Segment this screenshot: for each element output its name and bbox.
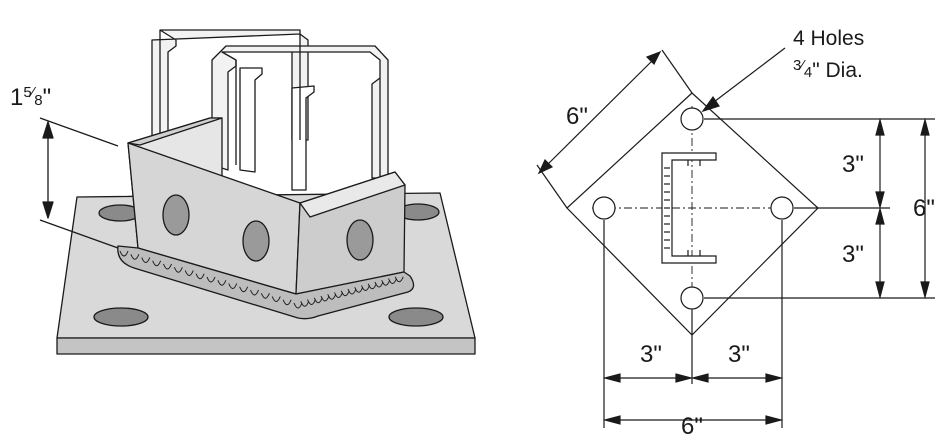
bracket-hole-2 xyxy=(242,220,270,262)
weld-ripple xyxy=(307,299,316,305)
weld-ripple xyxy=(130,254,140,260)
channel-post-inner-b xyxy=(291,85,315,191)
vert-lower-arrow-bottom xyxy=(875,281,885,300)
weld-ripple xyxy=(367,283,377,290)
horiz-right-arrow-left xyxy=(690,373,709,383)
vert-upper-arrow-bottom xyxy=(875,191,885,210)
vert-upper-label: 3" xyxy=(842,151,864,178)
plan-channel-ticks xyxy=(664,167,670,249)
weld-ripple xyxy=(334,292,343,298)
plate-hole-front-left xyxy=(93,307,149,327)
holes-leader-arrowhead xyxy=(701,95,720,113)
weld-ripple xyxy=(152,260,162,267)
bracket-hole-1 xyxy=(162,194,190,236)
vert-lower-arrow-top xyxy=(875,206,885,225)
horiz-left-arrow-left xyxy=(602,373,621,383)
weld-ripple xyxy=(394,276,404,283)
vert-upper-arrow-top xyxy=(875,117,885,136)
post-height-unit: " xyxy=(43,84,52,111)
diag-dim-ext-top xyxy=(661,49,693,94)
dim-post-arrowhead-bottom xyxy=(42,201,54,219)
weld-ripple xyxy=(361,285,370,291)
plan-channel-lips xyxy=(687,160,701,256)
weld-ripple xyxy=(354,287,364,293)
holes-leader xyxy=(705,47,786,109)
weld-ripple xyxy=(141,257,151,263)
weld-ripple xyxy=(300,301,310,307)
weld-ripple xyxy=(340,290,350,297)
bracket-rim-right xyxy=(299,171,406,218)
weld-bead xyxy=(117,245,415,320)
horiz-right-label: 3" xyxy=(728,341,750,368)
post-height-label: 15⁄8" xyxy=(10,84,51,111)
dim-post-ext-top xyxy=(39,117,119,147)
plan-hole-top xyxy=(680,107,704,131)
hole-dia-den: 4 xyxy=(804,64,812,81)
diag-dim-line xyxy=(541,54,659,171)
weld-ripple xyxy=(347,288,357,295)
hole-dia-slash: ⁄ xyxy=(797,57,806,74)
horiz-total-label: 6" xyxy=(681,413,703,440)
channel-post-front xyxy=(211,45,389,179)
diag-dim-arrow-lower xyxy=(537,158,554,175)
plan-hole-bottom xyxy=(680,286,704,310)
plan-hole-right xyxy=(770,196,794,220)
weld-ripple xyxy=(184,270,194,276)
bracket-hole-3 xyxy=(346,219,374,261)
weld-ripple xyxy=(195,273,205,280)
horiz-right-arrow-right xyxy=(765,373,784,383)
weld-ripple xyxy=(320,295,330,302)
weld-ripple xyxy=(374,281,384,288)
weld-ripple xyxy=(163,263,172,270)
weld-ripple xyxy=(271,296,281,302)
vert-lower-label: 3" xyxy=(842,241,864,268)
hole-diameter-label: 3⁄4" Dia. xyxy=(793,57,863,82)
weld-ripple xyxy=(282,299,292,306)
plan-channel-section xyxy=(661,152,717,264)
vert-total-arrow-top xyxy=(920,117,930,136)
weld-ripple xyxy=(173,267,183,273)
post-height-num: 5 xyxy=(23,84,31,101)
base-plate-edge xyxy=(56,337,476,355)
plan-hole-left xyxy=(592,196,616,220)
bracket-inner-top xyxy=(127,117,223,146)
isometric-view xyxy=(39,29,476,355)
horiz-left-label: 3" xyxy=(640,341,662,368)
weld-ripple xyxy=(327,294,337,300)
horiz-left-arrow-right xyxy=(675,373,694,383)
weld-ripple xyxy=(388,278,397,284)
plan-view xyxy=(536,47,935,428)
center-lines xyxy=(592,106,800,320)
horiz-total-arrow-right xyxy=(765,415,784,425)
post-height-slash: ⁄ xyxy=(28,84,37,101)
hole-dia-num: 3 xyxy=(793,57,801,74)
channel-post-inner-a xyxy=(239,67,263,173)
weld-ripple xyxy=(293,302,303,309)
weld-ripple xyxy=(206,276,216,283)
weld-ripple xyxy=(217,280,227,286)
weld-ripple xyxy=(250,289,259,296)
weld-ripple xyxy=(313,297,323,304)
dim-post-ext-bottom xyxy=(39,219,119,249)
weld-ripples xyxy=(119,250,404,309)
vert-total-arrow-bottom xyxy=(920,281,930,300)
weld-ripple xyxy=(228,283,238,289)
weld-ripple xyxy=(260,293,270,299)
weld-ripple xyxy=(119,250,129,257)
plate-hole-front-right xyxy=(388,307,444,327)
weld-ripple xyxy=(239,286,249,293)
weld-ripple xyxy=(381,280,391,286)
holes-count-label: 4 Holes xyxy=(793,27,864,50)
diag-width-label: 6" xyxy=(566,103,588,130)
post-height-whole: 1 xyxy=(10,84,23,111)
horiz-total-arrow-left xyxy=(602,415,621,425)
hole-dia-unit: " Dia. xyxy=(812,59,863,82)
vert-total-label: 6" xyxy=(913,195,935,222)
dim-post-arrowhead-top xyxy=(42,121,54,139)
diag-dim-arrow-upper xyxy=(645,50,662,66)
post-height-den: 8 xyxy=(34,92,42,109)
